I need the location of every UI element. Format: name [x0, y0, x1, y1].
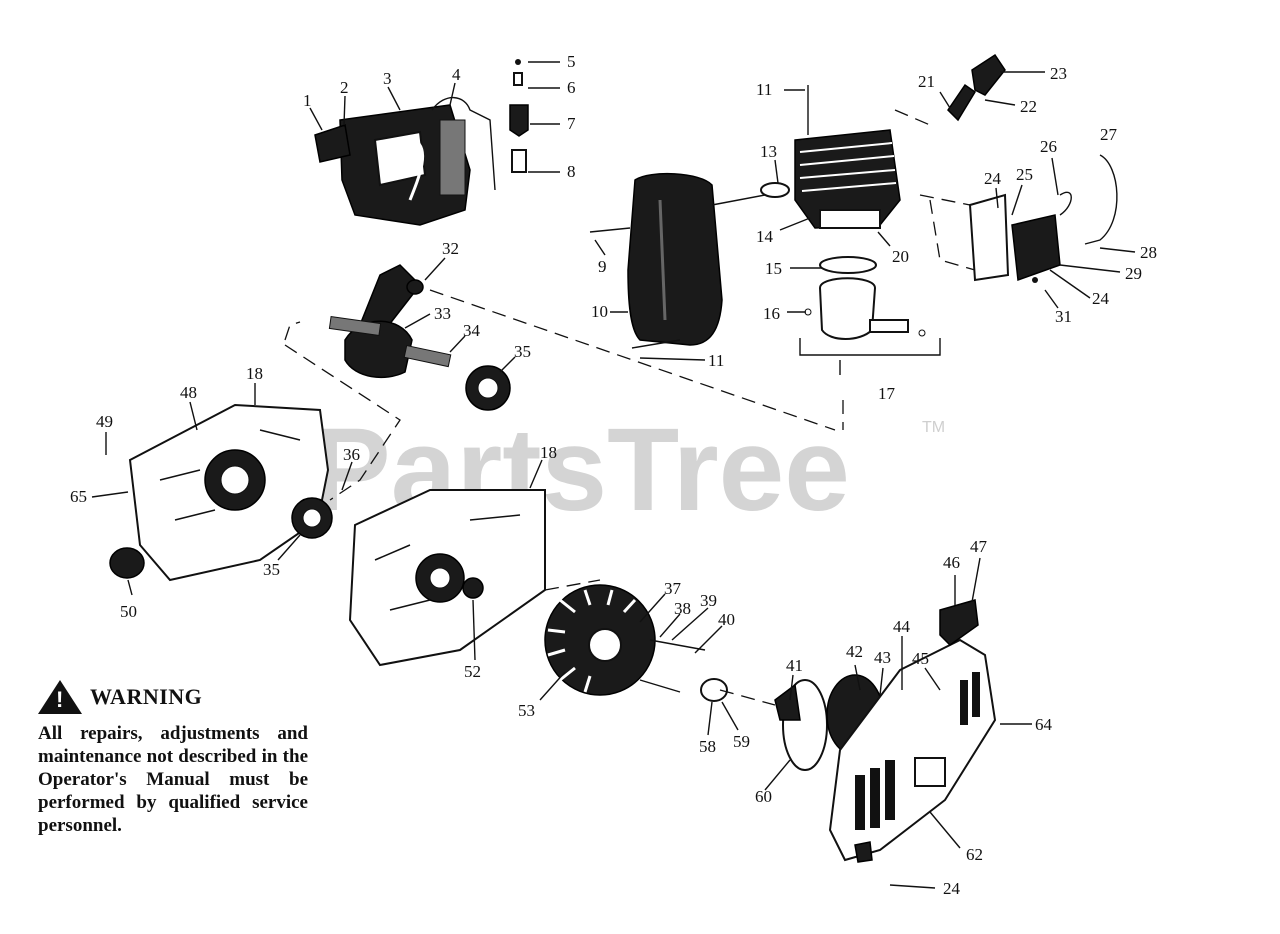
warning-body: All repairs, adjustments and maintenance…	[38, 723, 308, 836]
callout-39: 39	[700, 591, 717, 610]
callout-34: 34	[463, 321, 481, 340]
callout-38: 38	[674, 599, 691, 618]
starter-handle[interactable]	[939, 599, 979, 646]
bearing-upper[interactable]	[465, 365, 511, 411]
callout-28: 28	[1140, 243, 1157, 262]
callout-43: 43	[874, 648, 891, 667]
callout-24-ignition: 24	[984, 169, 1002, 188]
callout-36: 36	[343, 445, 360, 464]
callout-18-left: 18	[246, 364, 263, 383]
callout-35-lower: 35	[263, 560, 280, 579]
callout-17: 17	[878, 384, 896, 403]
callout-32: 32	[442, 239, 459, 258]
warning-title: WARNING	[90, 684, 203, 709]
callout-49: 49	[96, 412, 113, 431]
callout-46: 46	[943, 553, 960, 572]
callout-16: 16	[763, 304, 780, 323]
watermark-trademark: TM	[922, 419, 945, 436]
callout-29: 29	[1125, 264, 1142, 283]
callout-26: 26	[1040, 137, 1057, 156]
callout-9: 9	[598, 257, 607, 276]
callout-60: 60	[755, 787, 772, 806]
callout-59: 59	[733, 732, 750, 751]
cylinder[interactable]	[760, 85, 901, 229]
callout-24-bottom: 24	[943, 879, 961, 898]
callout-11-muffler: 11	[708, 351, 724, 370]
warning-notice: ! WARNING All repairs, adjustments and m…	[38, 680, 308, 837]
callout-4: 4	[452, 65, 461, 84]
crankcase-left[interactable]	[128, 403, 330, 582]
callout-23: 23	[1050, 64, 1067, 83]
muffler[interactable]	[589, 172, 766, 349]
callout-50: 50	[120, 602, 137, 621]
callout-31: 31	[1055, 307, 1072, 326]
callout-41: 41	[786, 656, 803, 675]
callout-62: 62	[966, 845, 983, 864]
callout-25: 25	[1016, 165, 1033, 184]
callout-58: 58	[699, 737, 716, 756]
callout-5: 5	[567, 52, 576, 71]
callout-35-upper: 35	[514, 342, 531, 361]
callout-52: 52	[464, 662, 481, 681]
callout-45: 45	[912, 649, 929, 668]
callout-65: 65	[70, 487, 87, 506]
crankcase-right[interactable]	[348, 489, 546, 667]
callout-labels: 1 2 3 4 5 6 7 8 9 10 11 11 13 14 15 16 1…	[70, 52, 1157, 898]
callout-13: 13	[760, 142, 777, 161]
callout-21: 21	[918, 72, 935, 91]
ignition-module[interactable]	[968, 154, 1118, 283]
callout-53: 53	[518, 701, 535, 720]
callout-27: 27	[1100, 125, 1118, 144]
callout-64: 64	[1035, 715, 1053, 734]
callout-40: 40	[718, 610, 735, 629]
callout-6: 6	[567, 78, 576, 97]
callout-22: 22	[1020, 97, 1037, 116]
callout-14: 14	[756, 227, 774, 246]
starter-housing[interactable]	[828, 638, 997, 863]
callout-47: 47	[970, 537, 988, 556]
callout-42: 42	[846, 642, 863, 661]
bearing-lower[interactable]	[291, 497, 333, 539]
callout-8: 8	[567, 162, 576, 181]
callout-33: 33	[434, 304, 451, 323]
callout-10: 10	[591, 302, 608, 321]
callout-24-module: 24	[1092, 289, 1110, 308]
clutch-washer[interactable]	[700, 678, 728, 702]
spark-plug[interactable]	[947, 53, 1006, 122]
callout-11-cylinder: 11	[756, 80, 772, 99]
callout-44: 44	[893, 617, 911, 636]
callout-15: 15	[765, 259, 782, 278]
callout-48: 48	[180, 383, 197, 402]
callout-37: 37	[664, 579, 682, 598]
callout-7: 7	[567, 114, 576, 133]
callout-1: 1	[303, 91, 312, 110]
callout-2: 2	[340, 78, 349, 97]
crankshaft[interactable]	[328, 264, 452, 379]
warning-triangle-icon: !	[38, 680, 82, 714]
piston-ring[interactable]	[819, 256, 877, 274]
callout-18-right: 18	[540, 443, 557, 462]
callout-3: 3	[383, 69, 392, 88]
callout-20: 20	[892, 247, 909, 266]
air-filter-housing[interactable]	[314, 96, 496, 226]
fuel-filter[interactable]	[509, 59, 529, 173]
seal[interactable]	[462, 577, 484, 599]
flywheel[interactable]	[544, 584, 706, 696]
piston[interactable]	[799, 277, 941, 356]
fuel-cap[interactable]	[109, 547, 145, 579]
warning-header: ! WARNING	[38, 680, 308, 714]
